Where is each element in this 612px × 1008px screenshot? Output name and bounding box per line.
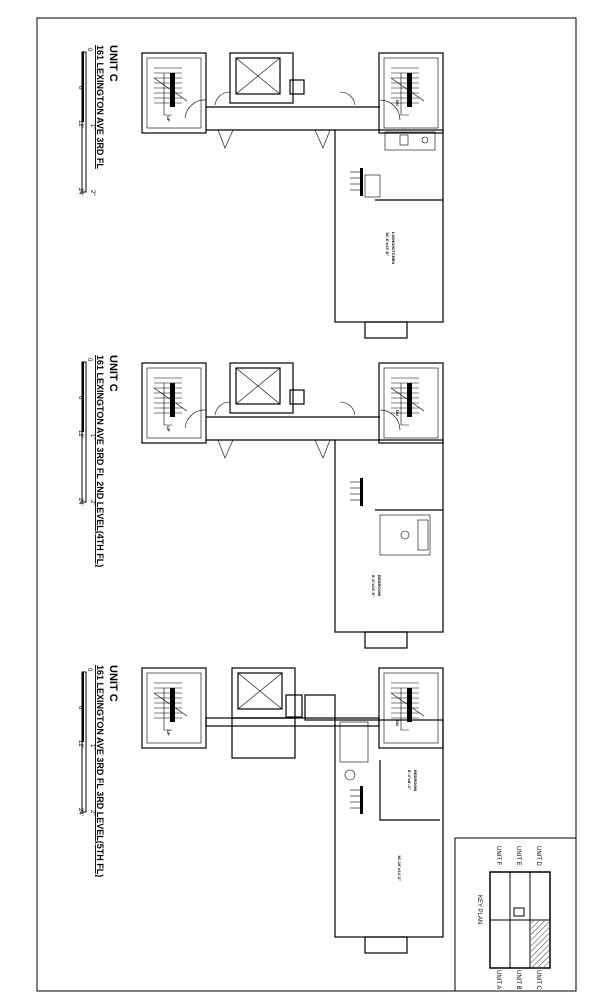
plan-level-2: UNIT C 161 LEXINGTON AVE 3RD FL 2ND LEVE… [77,355,444,649]
key-plan-title: KEY PLAN [476,895,482,924]
scale-tick: 0 [86,48,92,52]
kitchen-counter [384,131,436,151]
scale-tick: 12' [77,740,83,748]
scale-tick: 6' [77,86,83,90]
scale-tick: 6' [77,396,83,400]
unit-label: UNIT C [535,970,541,991]
scale-tick: 6' [77,706,83,710]
unit-label: UNIT F [495,846,501,866]
roof-deck-strip [205,717,380,727]
key-plan: KEY PLAN UNIT F UNIT E UNIT D UNIT A UNI… [454,837,577,992]
stair-label: UP [166,426,171,432]
room-size: 8'-6"x13'-6" [371,575,376,597]
stair-label: DN [395,410,400,416]
window [364,936,408,954]
title-block: UNIT C 161 LEXINGTON AVE 3RD FL 0 6' 12'… [77,45,119,196]
stair-label: UP [166,116,171,122]
unit-title: UNIT C [107,355,119,392]
scale-bar: 0 6' 12' 24' 1" 2" [77,48,95,196]
scale-bar: 0 6' 12' 24' 1" 2" [77,668,95,816]
room-name: BEDROOM [413,770,418,792]
room-name: LIVING/KITCHEN [391,232,396,264]
scale-tick: 12' [77,430,83,438]
scale-tick: 24' [77,498,83,506]
plan-level-1: UNIT C 161 LEXINGTON AVE 3RD FL 0 6' 12'… [77,45,444,339]
window [364,321,408,339]
room-name: BEDROOM [377,575,382,597]
stair-label: DN [395,720,400,726]
address-title: 161 LEXINGTON AVE 3RD FL 3RD LEVEL(5TH F… [95,665,105,877]
room-size: 16'-10"x14'-2" [397,855,402,881]
scale-tick: 1" [89,434,95,439]
highlighted-unit [531,921,549,967]
scale-tick: 12' [77,120,83,128]
stair-label: UP [166,730,171,736]
bathroom [379,514,431,556]
scale-bar: 0 6' 12' 24' 1" 2" [77,358,95,506]
address-title: 161 LEXINGTON AVE 3RD FL [95,45,105,169]
unit-label: UNIT E [515,846,521,866]
unit-title: UNIT C [107,45,119,82]
scale-tick: 24' [77,188,83,196]
room-size: 16'-6"x13'-6" [385,232,390,256]
scale-tick: 1" [89,744,95,749]
scale-tick: 2" [89,190,95,195]
sheet-border [36,17,577,992]
scale-tick: 2" [89,500,95,505]
bathroom [339,721,369,763]
window [364,631,408,649]
scale-tick: 0 [86,668,92,672]
address-title: 161 LEXINGTON AVE 3RD FL 2ND LEVEL(4TH F… [95,355,105,567]
room-size: 8'-4"x8'-4" [407,770,412,790]
scale-tick: 24' [77,808,83,816]
unit-outline [334,719,444,938]
unit-outline [334,439,444,633]
scale-tick: 1" [89,124,95,129]
scale-tick: 0 [86,358,92,362]
unit-title: UNIT C [107,665,119,702]
stair-label: DN [395,100,400,106]
scale-tick: 2" [89,810,95,815]
unit-label: UNIT D [535,846,541,867]
unit-label: UNIT A [495,970,501,989]
plan-level-3: UNIT C 161 LEXINGTON AVE 3RD FL 3RD LEVE… [77,665,444,954]
unit-outline [334,129,444,323]
unit-label: UNIT B [515,970,521,990]
